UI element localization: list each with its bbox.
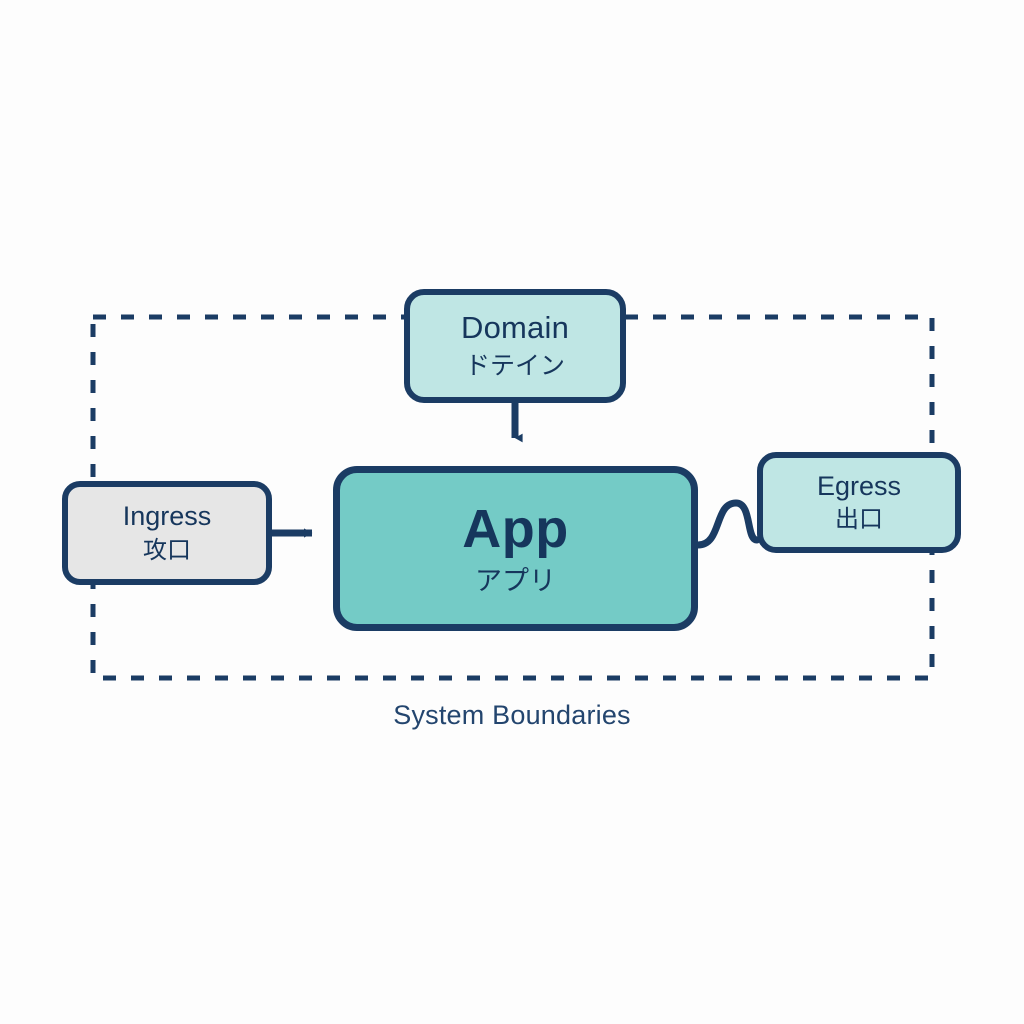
- node-ingress-label-en: Ingress: [122, 501, 212, 532]
- node-egress[interactable]: Egress 出口: [757, 452, 961, 553]
- node-app-label-en: App: [462, 499, 569, 560]
- connector-app-to-egress: [694, 499, 761, 549]
- node-egress-label-en: Egress: [816, 471, 902, 502]
- node-domain-label-en: Domain: [460, 310, 570, 346]
- connector-app-to-egress-path: [694, 499, 761, 549]
- node-domain[interactable]: Domain ドテイン: [404, 289, 626, 403]
- node-ingress[interactable]: Ingress 攻口: [62, 481, 272, 585]
- node-app-label-ja: アプリ: [475, 565, 556, 597]
- node-domain-label-ja: ドテイン: [464, 350, 565, 380]
- diagram-caption: System Boundaries: [393, 700, 631, 730]
- node-egress-label-ja: 出口: [835, 504, 883, 533]
- node-ingress-label-ja: 攻口: [143, 535, 191, 564]
- node-app[interactable]: App アプリ: [333, 466, 698, 631]
